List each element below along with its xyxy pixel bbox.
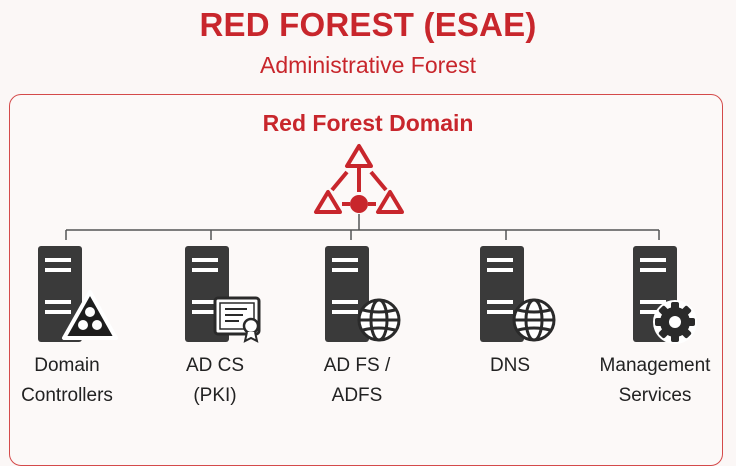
certificate-icon xyxy=(213,296,261,343)
service-label-line1: Management xyxy=(599,355,711,376)
service-label-dns: DNS xyxy=(440,351,580,381)
service-label-line1: DNS xyxy=(489,355,531,376)
service-label-domain-controllers: Domain Controllers xyxy=(0,351,137,411)
domain-controller-server-icon xyxy=(38,246,118,342)
ad-fs-server-icon xyxy=(325,246,401,342)
domain-controller-icon xyxy=(62,290,118,340)
forest-network-icon xyxy=(314,144,404,214)
service-label-line1: Domain xyxy=(34,355,100,376)
domain-title: Red Forest Domain xyxy=(262,110,474,136)
ad-cs-server-icon xyxy=(185,246,261,343)
diagram-title: RED FOREST (ESAE) xyxy=(199,6,537,43)
service-label-line1: AD CS xyxy=(185,355,245,376)
service-label-line2: Services xyxy=(618,385,692,406)
service-label-line1: AD FS / xyxy=(323,355,391,376)
service-label-line2: (PKI) xyxy=(193,385,237,406)
service-label-management: Management Services xyxy=(585,351,725,411)
service-label-ad-cs: AD CS (PKI) xyxy=(145,351,285,411)
globe-icon xyxy=(512,298,556,342)
management-server-icon xyxy=(633,246,697,344)
diagram-subtitle: Administrative Forest xyxy=(259,52,476,78)
globe-icon xyxy=(357,298,401,342)
service-label-ad-fs: AD FS / ADFS xyxy=(287,351,427,411)
service-label-line2: ADFS xyxy=(331,385,383,406)
connector-lines xyxy=(65,214,660,240)
service-label-line2: Controllers xyxy=(21,385,113,406)
dns-server-icon xyxy=(480,246,556,342)
gear-icon xyxy=(653,300,697,344)
